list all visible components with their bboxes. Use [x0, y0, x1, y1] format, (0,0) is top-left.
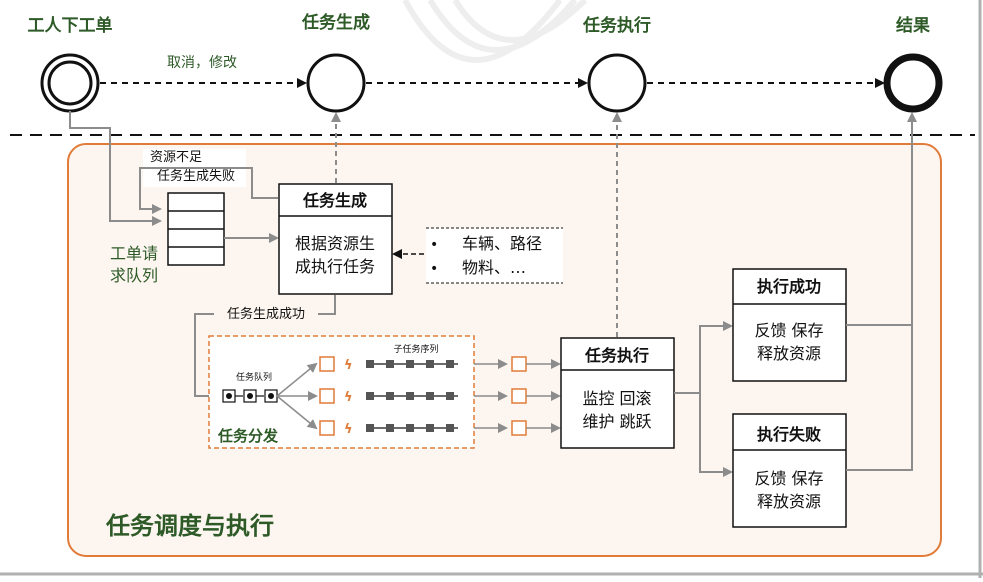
- resources-note: • 车辆、路径 • 物料、…: [426, 227, 563, 284]
- fanout-edge: [276, 395, 318, 430]
- order-queue: [167, 192, 225, 266]
- sync-icon: ϟ: [344, 390, 353, 405]
- resource-bullet-1: •: [430, 237, 438, 253]
- exec-inputs: [511, 356, 561, 436]
- subtask-node: [446, 424, 454, 432]
- queue-dot: [247, 393, 253, 399]
- exec-fail-box: 执行失败 反馈 保存 释放资源: [732, 413, 847, 528]
- subtask-node: [366, 392, 374, 400]
- stage-label-execute: 任务执行: [582, 15, 651, 36]
- subtask-node: [406, 392, 414, 400]
- edge-fail-to-result: [846, 325, 913, 471]
- result-node: [883, 53, 943, 113]
- dispatch-title: 任务分发: [217, 427, 279, 445]
- gen-success-label: 任务生成成功: [227, 306, 305, 322]
- queue-label-line1: 工单请: [110, 244, 158, 263]
- resource-bullet-2: •: [430, 261, 438, 277]
- resource-item-1: 车辆、路径: [462, 234, 542, 253]
- gen-box-line2: 成执行任务: [295, 257, 375, 276]
- success-box-line1: 反馈 保存: [754, 321, 823, 340]
- subtask-node: [386, 424, 394, 432]
- edge-order-to-queue: [69, 111, 162, 226]
- edge-exec-to-fail: [674, 392, 733, 477]
- edge-label-cancel-modify: 取消，修改: [167, 55, 237, 71]
- fail-box-line1: 反馈 保存: [754, 469, 823, 488]
- gen-box-line1: 根据资源生: [295, 234, 375, 253]
- success-box-title: 执行成功: [757, 277, 821, 296]
- resource-item-2: 物料、…: [462, 258, 526, 277]
- subtask-node: [406, 360, 414, 368]
- exec-input-square: [511, 420, 527, 436]
- subtask-node: [446, 392, 454, 400]
- fanout-edge: [276, 362, 318, 397]
- subtask-node: [446, 360, 454, 368]
- gen-box-title: 任务生成: [302, 191, 367, 210]
- exec-success-box: 执行成功 反馈 保存 释放资源: [732, 268, 847, 382]
- subtask-rows: ϟ ϟ ϟ: [276, 356, 508, 437]
- fail-note-line2: 任务生成失败: [157, 168, 235, 184]
- execute-node: [587, 53, 647, 113]
- edge-gen-success-to-dispatch: [194, 295, 336, 401]
- exec-box-line1: 监控 回滚: [582, 389, 651, 408]
- subtask-node: [386, 360, 394, 368]
- panel-title: 任务调度与执行: [105, 512, 274, 540]
- success-box-line2: 释放资源: [757, 344, 821, 363]
- task-execution-box: 任务执行 监控 回滚 维护 跳跃: [560, 337, 675, 449]
- subtask-node: [426, 424, 434, 432]
- subtask-square: [319, 420, 335, 436]
- subtask-node: [426, 392, 434, 400]
- subtask-square: [319, 356, 335, 372]
- dispatch-queue-label: 任务队列: [236, 371, 272, 383]
- exec-input-square: [511, 356, 527, 372]
- stage-label-order: 工人下工单: [28, 15, 113, 36]
- subtask-node: [386, 392, 394, 400]
- subtask-sequence-label: 子任务序列: [393, 343, 438, 355]
- exec-input-square: [511, 388, 527, 404]
- gen-success-label-bg: [214, 304, 318, 322]
- stage-label-generate: 任务生成: [301, 12, 370, 33]
- stage-label-result: 结果: [896, 15, 930, 36]
- start-node: [40, 53, 100, 113]
- sync-icon: ϟ: [344, 422, 353, 437]
- sync-icon: ϟ: [344, 358, 353, 373]
- subtask-square: [319, 388, 335, 404]
- subtask-node: [366, 360, 374, 368]
- fail-box-line2: 释放资源: [757, 492, 821, 511]
- subtask-node: [366, 424, 374, 432]
- queue-label-line2: 求队列: [110, 266, 158, 285]
- dispatch-queue: [222, 389, 278, 403]
- background-arcs: [402, 0, 588, 63]
- edge-fail-back-to-queue: [139, 167, 278, 214]
- fail-note-line1: 资源不足: [150, 150, 202, 165]
- exec-box-title: 任务执行: [584, 346, 649, 365]
- fail-box-title: 执行失败: [757, 425, 821, 444]
- subtask-node: [426, 360, 434, 368]
- generate-node: [306, 53, 366, 113]
- queue-dot: [226, 393, 232, 399]
- task-generation-box: 任务生成 根据资源生 成执行任务: [278, 183, 393, 295]
- subtask-node: [406, 424, 414, 432]
- queue-dot: [268, 393, 274, 399]
- exec-box-line2: 维护 跳跃: [582, 412, 651, 431]
